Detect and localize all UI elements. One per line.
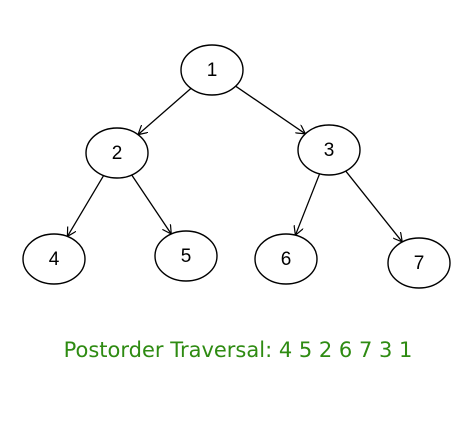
node-label-2: 2 <box>112 143 123 164</box>
edge-1-3 <box>235 85 306 134</box>
edge-1-2 <box>138 87 192 134</box>
node-ellipse-6 <box>254 233 318 285</box>
edge-3-7 <box>345 170 402 242</box>
edge-2-5 <box>131 174 172 234</box>
node-label-6: 6 <box>281 249 292 270</box>
traversal-caption: Postorder Traversal: 4 5 2 6 7 3 1 <box>63 338 413 362</box>
node-ellipse-2 <box>85 127 149 179</box>
tree-node-3: 3 <box>297 124 361 176</box>
tree-node-6: 6 <box>254 233 318 285</box>
tree-node-5: 5 <box>154 230 218 282</box>
tree-node-4: 4 <box>22 233 86 285</box>
tree-node-2: 2 <box>85 127 149 179</box>
node-label-3: 3 <box>324 140 335 161</box>
node-label-4: 4 <box>49 249 60 270</box>
tree-node-7: 7 <box>387 237 451 289</box>
edge-3-6 <box>295 173 321 235</box>
node-ellipse-5 <box>154 230 218 282</box>
tree-node-1: 1 <box>180 44 244 96</box>
node-ellipse-4 <box>22 233 86 285</box>
tree-nodes: 1 2 3 4 5 6 7 <box>22 44 451 289</box>
edge-2-4 <box>67 175 105 237</box>
node-ellipse-7 <box>387 237 451 289</box>
node-label-5: 5 <box>181 246 192 267</box>
tree-edges <box>67 85 402 242</box>
node-label-7: 7 <box>414 253 425 274</box>
node-ellipse-3 <box>297 124 361 176</box>
node-label-1: 1 <box>207 60 218 81</box>
node-ellipse-1 <box>180 44 244 96</box>
